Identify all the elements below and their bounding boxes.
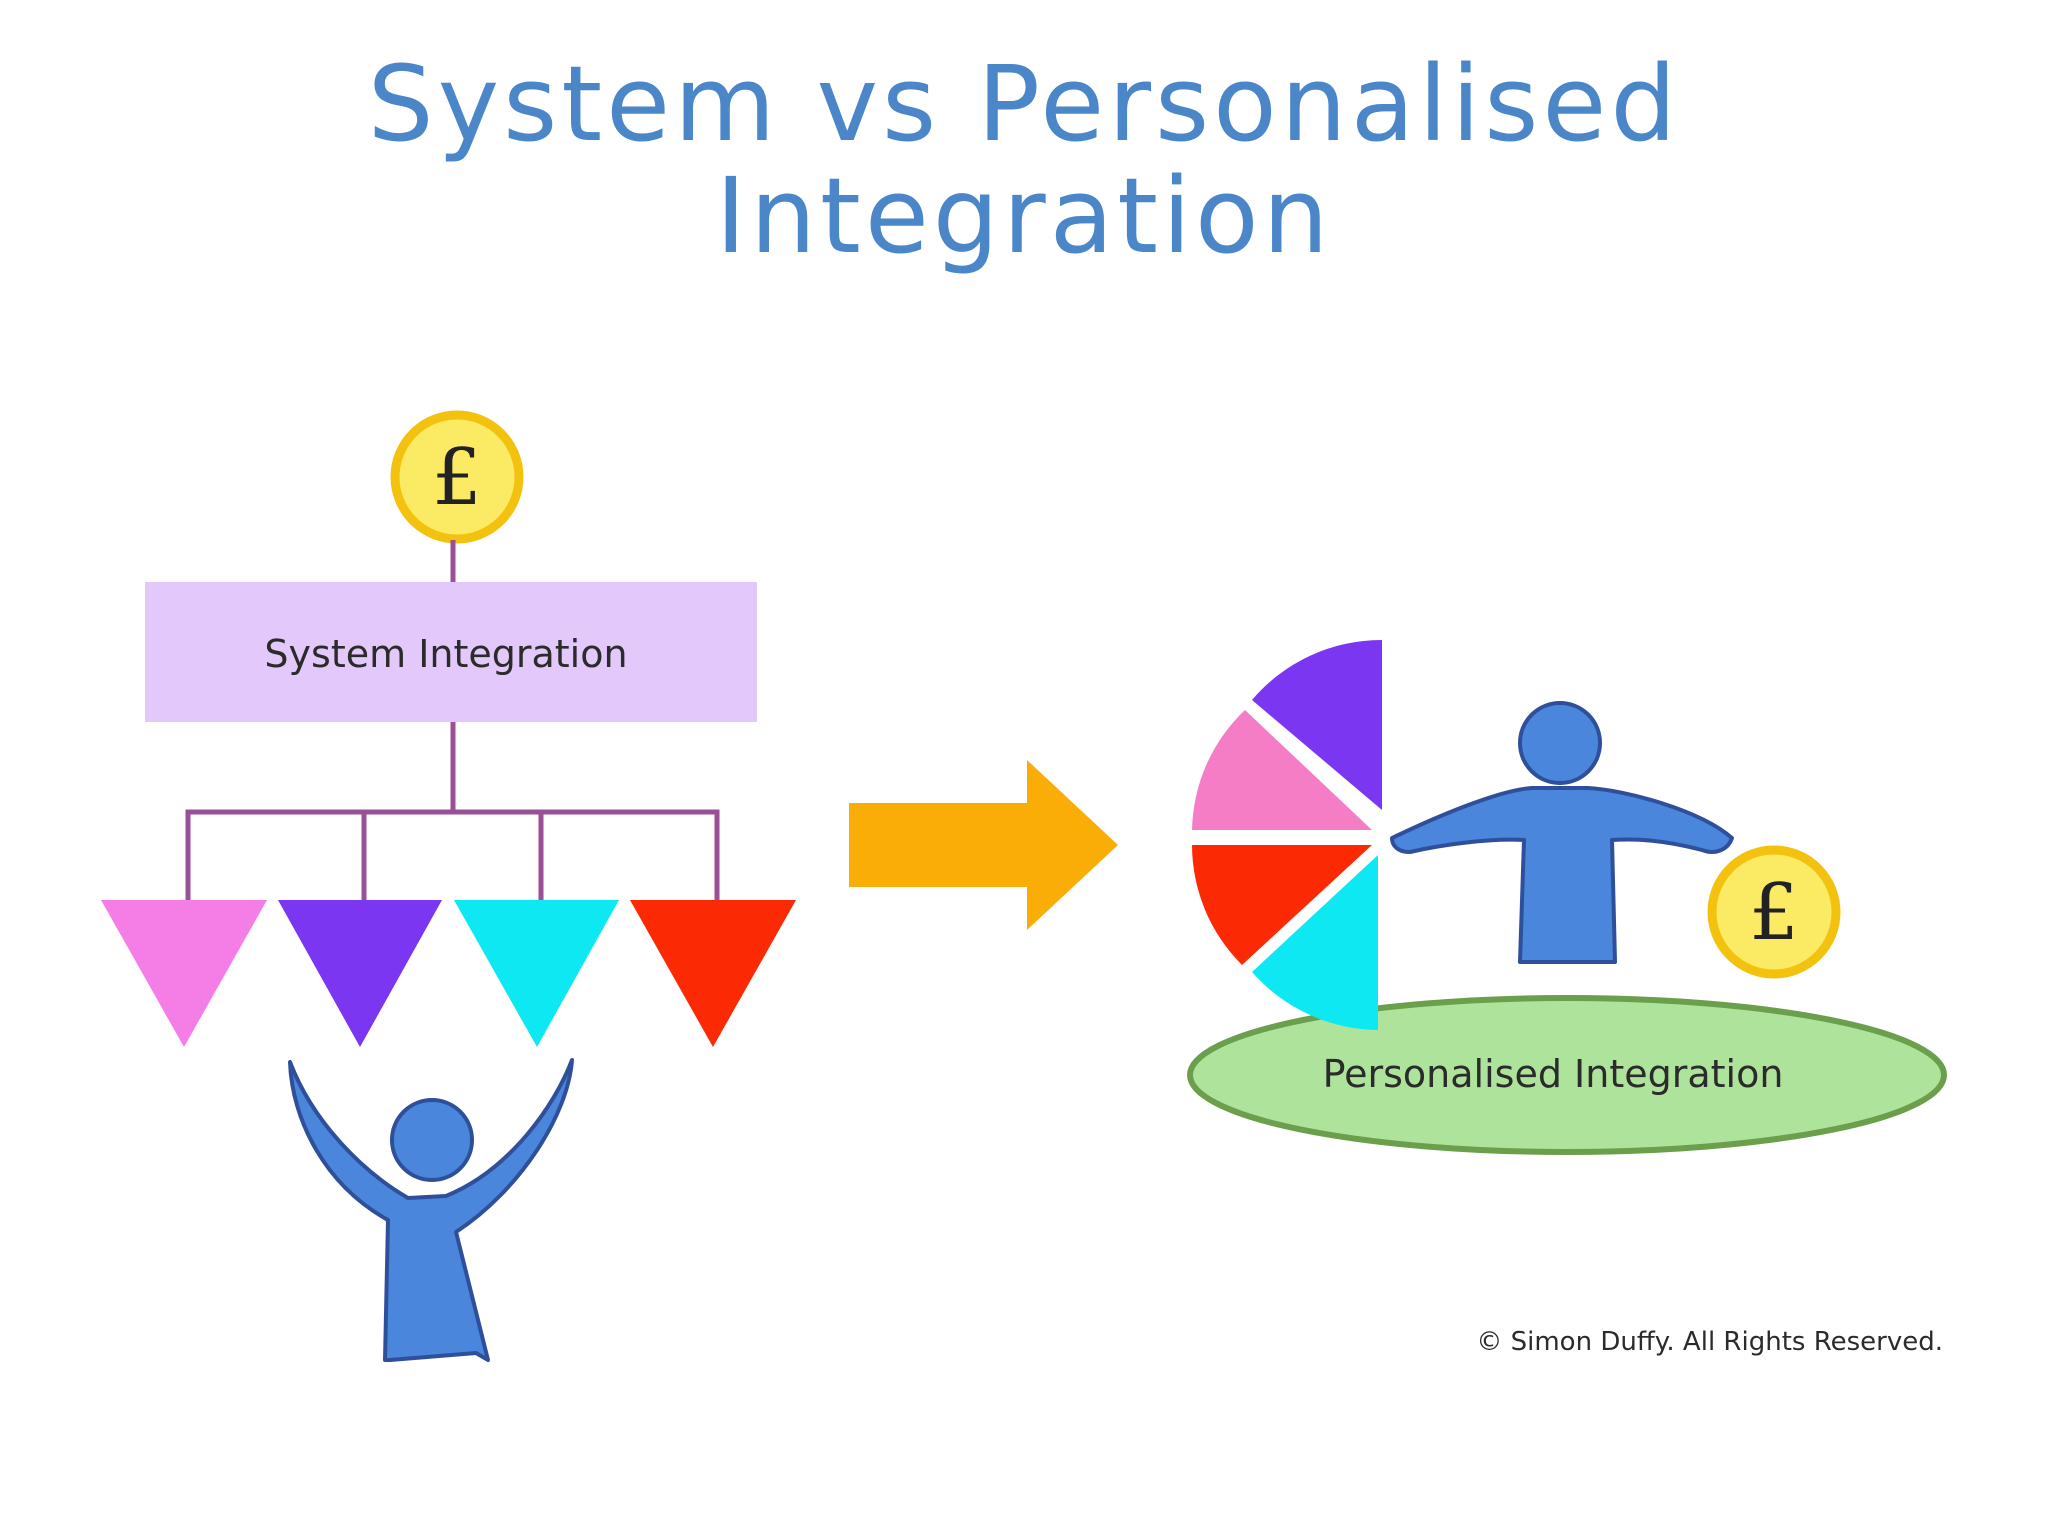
system-integration-box xyxy=(145,582,757,722)
services-pie xyxy=(1192,639,1382,1030)
pie-wedge-pink xyxy=(1192,710,1372,830)
hierarchy-connectors xyxy=(185,722,720,905)
service-triangle-pink xyxy=(101,900,267,1047)
system-integration-label: System Integration xyxy=(264,632,627,676)
pie-wedge-red xyxy=(1192,845,1372,965)
pie-wedge-purple xyxy=(1252,639,1382,810)
service-triangle-cyan xyxy=(454,900,619,1047)
service-triangle-purple xyxy=(278,900,442,1047)
system-integration-group: £ System Integration xyxy=(101,410,796,1362)
personalised-integration-ellipse xyxy=(1187,995,1947,1155)
right-pound-symbol: £ xyxy=(1749,868,1799,958)
slide-title-line-1: System vs Personalised xyxy=(367,43,1681,165)
left-person-icon xyxy=(288,1058,574,1362)
left-pound-symbol: £ xyxy=(432,433,482,523)
right-person-icon xyxy=(1390,701,1734,964)
personalised-integration-label: Personalised Integration xyxy=(1323,1052,1784,1096)
left-pound-coin-icon: £ xyxy=(390,410,524,544)
pie-wedge-cyan xyxy=(1252,855,1378,1030)
service-triangle-red xyxy=(630,900,796,1047)
personalised-integration-group: Personalised Integration £ xyxy=(1187,639,1947,1155)
transition-arrow-icon xyxy=(849,760,1118,930)
slide-title-line-2: Integration xyxy=(715,155,1333,277)
copyright-notice: © Simon Duffy. All Rights Reserved. xyxy=(1476,1327,1943,1357)
right-pound-coin-icon: £ xyxy=(1707,845,1841,979)
